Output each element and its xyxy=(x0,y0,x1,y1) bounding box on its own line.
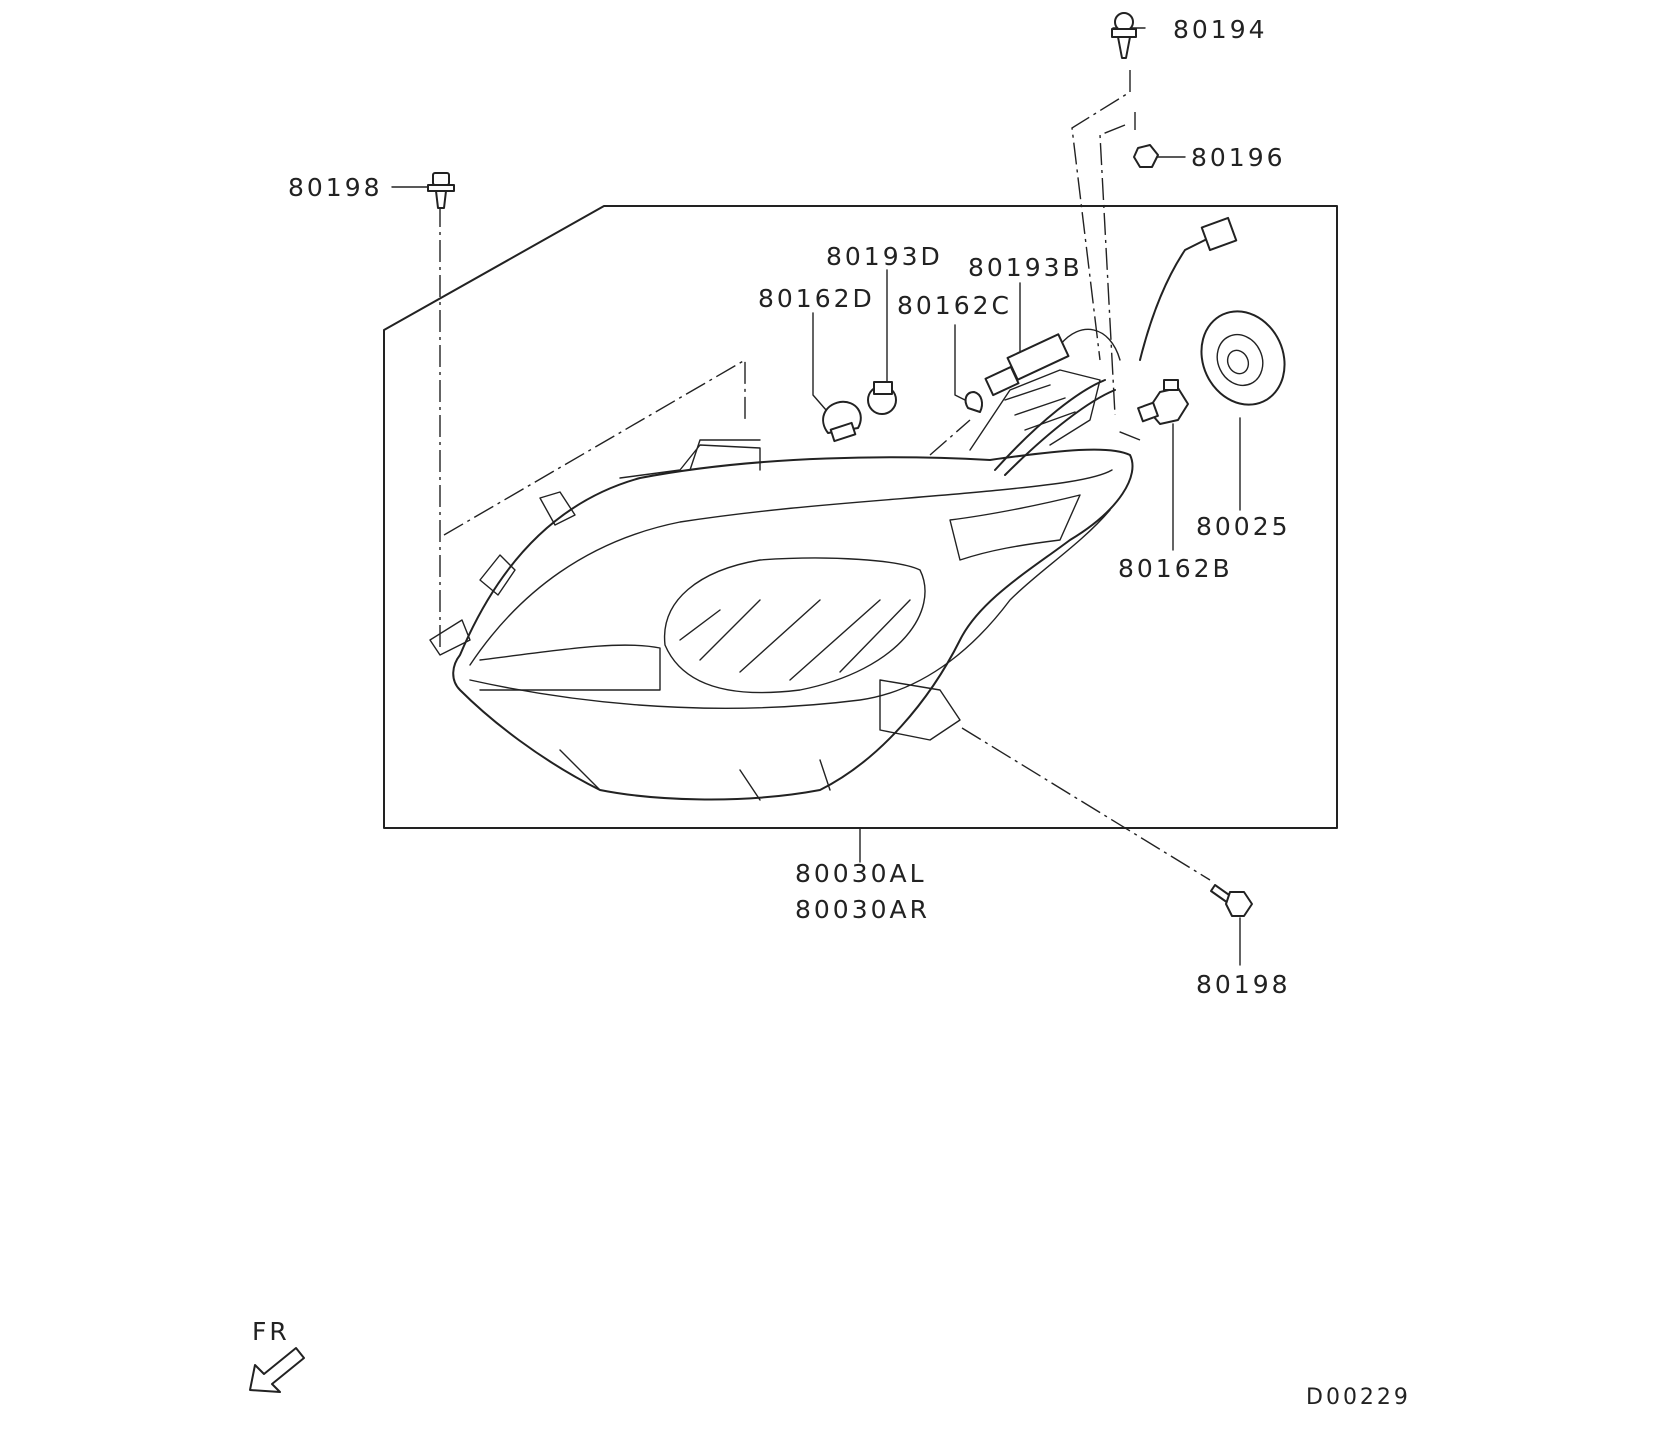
label-80193D: 80193D xyxy=(826,242,943,271)
leader-lines xyxy=(391,27,1241,966)
label-80162B: 80162B xyxy=(1118,554,1233,583)
bulb-80162D-icon xyxy=(822,400,862,443)
socket-80193D-icon xyxy=(867,381,897,415)
label-80162D: 80162D xyxy=(758,284,875,313)
front-arrow-icon xyxy=(249,1347,305,1393)
diagram-code: D00229 xyxy=(1306,1385,1411,1410)
nut-80196-icon xyxy=(1133,144,1159,168)
headlamp-housing xyxy=(429,369,1134,801)
label-80030AL: 80030AL xyxy=(795,859,927,888)
label-80025: 80025 xyxy=(1196,512,1291,541)
bulb-80162B-icon xyxy=(1137,379,1189,425)
screw-80198-top-icon xyxy=(427,172,455,209)
wiring-harness xyxy=(994,216,1238,476)
label-80030AR: 80030AR xyxy=(795,895,930,924)
label-80193B: 80193B xyxy=(968,253,1083,282)
screw-80194-icon xyxy=(1111,12,1137,59)
bulb-80162C-icon xyxy=(964,391,983,413)
orientation-label: FR xyxy=(252,1317,290,1346)
label-80198-top: 80198 xyxy=(288,173,383,202)
cap-80025-icon xyxy=(1200,310,1286,406)
label-80194: 80194 xyxy=(1173,15,1268,44)
screw-80198-bottom-icon xyxy=(1210,884,1253,917)
socket-80193B-icon xyxy=(984,333,1070,397)
label-80198-bottom: 80198 xyxy=(1196,970,1291,999)
label-80196: 80196 xyxy=(1191,143,1286,172)
label-80162C: 80162C xyxy=(897,291,1012,320)
